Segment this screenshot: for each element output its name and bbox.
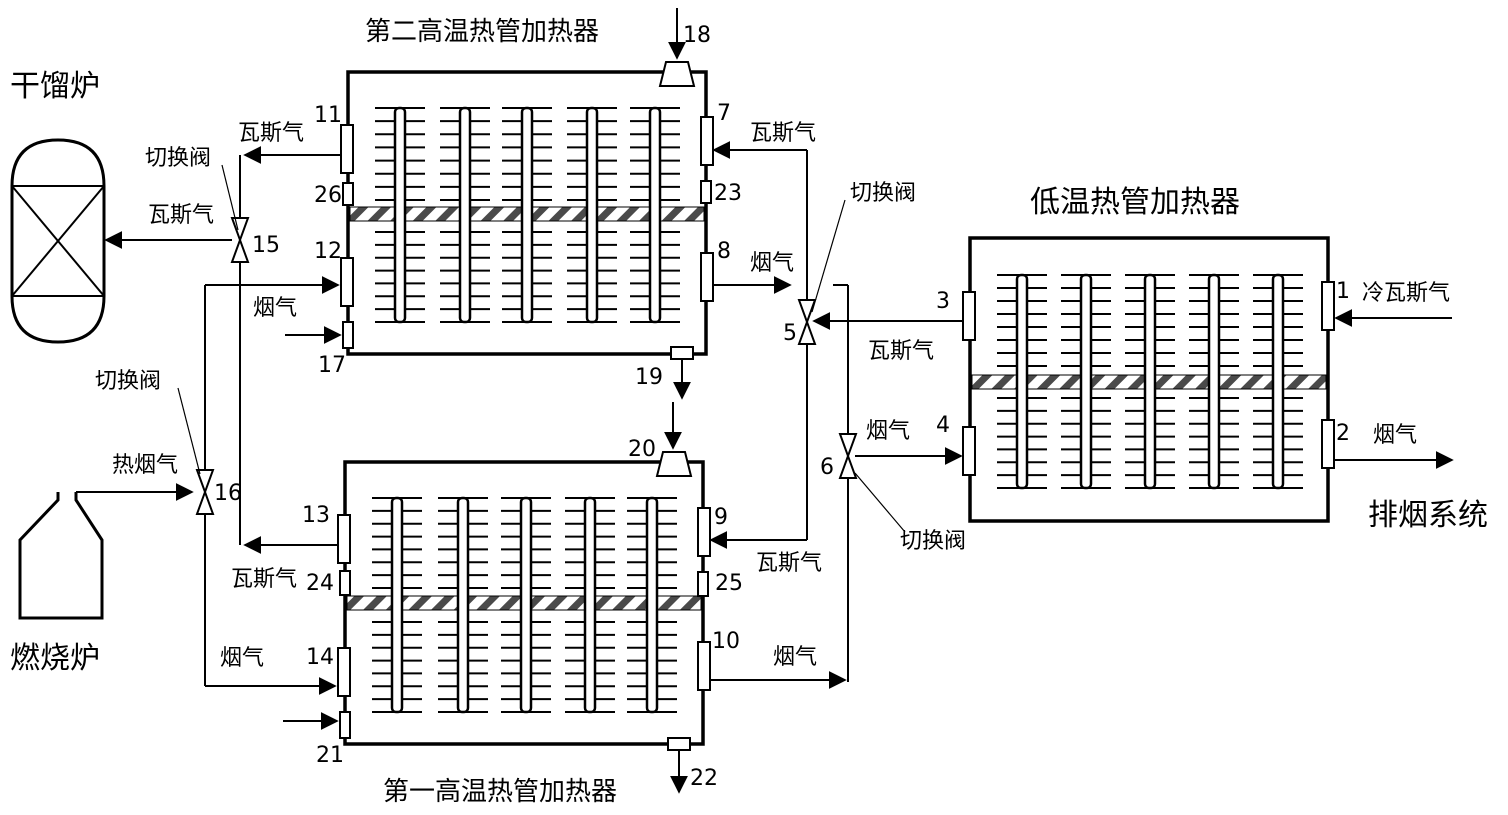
port-24: 24 — [306, 571, 334, 596]
port-23: 23 — [714, 181, 742, 206]
switch-valve-16 — [197, 470, 213, 514]
port-7: 7 — [717, 101, 731, 126]
port-25: 25 — [715, 571, 743, 596]
combustion-furnace — [20, 492, 102, 618]
port-14: 14 — [306, 645, 334, 670]
first-heater-title: 第一高温热管加热器 — [383, 777, 617, 807]
port-22: 22 — [690, 766, 718, 791]
flue-label-2: 烟气 — [1373, 423, 1417, 448]
port-26: 26 — [314, 183, 342, 208]
combustion-furnace-label: 燃烧炉 — [10, 641, 100, 676]
gas-label-7: 瓦斯气 — [750, 121, 816, 146]
valve-label-6: 切换阀 — [900, 529, 966, 554]
low-heater-heat-pipe — [1017, 275, 1027, 488]
port-17: 17 — [318, 353, 346, 378]
gas-label-retort: 瓦斯气 — [148, 203, 214, 228]
first-heater-heat-pipe — [521, 498, 531, 712]
port-18: 18 — [683, 23, 711, 48]
port-1: 1 — [1336, 279, 1350, 304]
second-heater-heat-pipe — [587, 108, 597, 322]
gas-label-3: 瓦斯气 — [868, 339, 934, 364]
port-15: 15 — [252, 233, 280, 258]
switch-valve-15 — [232, 218, 248, 262]
cold-gas-label: 冷瓦斯气 — [1362, 281, 1450, 306]
second-heater-title: 第二高温热管加热器 — [365, 17, 599, 47]
second-heater-heat-pipe — [522, 108, 532, 322]
gas-label-13: 瓦斯气 — [231, 567, 297, 592]
flue-label-12: 烟气 — [253, 296, 297, 321]
port-13: 13 — [302, 503, 330, 528]
second-heater-heat-pipe — [395, 108, 405, 322]
second-heater-heat-pipe — [460, 108, 470, 322]
port-2: 2 — [1336, 421, 1350, 446]
port-3: 3 — [936, 289, 950, 314]
hot-flue-label: 热烟气 — [112, 453, 178, 478]
low-heater-heat-pipe — [1209, 275, 1219, 488]
flue-label-10: 烟气 — [773, 645, 817, 670]
port-11: 11 — [314, 103, 342, 128]
port-6: 6 — [820, 455, 834, 480]
switch-valve-6 — [840, 434, 856, 478]
flue-label-14: 烟气 — [220, 646, 264, 671]
port-20: 20 — [628, 437, 656, 462]
flue-label-8: 烟气 — [750, 251, 794, 276]
low-heater-title: 低温热管加热器 — [1030, 185, 1240, 220]
low-heater-heat-pipe — [1145, 275, 1155, 488]
switch-valve-5 — [799, 300, 815, 344]
port-10: 10 — [712, 629, 740, 654]
flue-label-4: 烟气 — [866, 419, 910, 444]
gas-label-9: 瓦斯气 — [756, 551, 822, 576]
port-9: 9 — [714, 505, 728, 530]
valve-label-16: 切换阀 — [95, 369, 161, 394]
retort-furnace-label: 干馏炉 — [10, 69, 100, 104]
port-12: 12 — [314, 239, 342, 264]
first-heater-heat-pipe — [392, 498, 402, 712]
first-heater-heat-pipe — [585, 498, 595, 712]
port-16: 16 — [214, 481, 242, 506]
port-21: 21 — [316, 743, 344, 768]
first-heater-heat-pipe — [458, 498, 468, 712]
second-heater-heat-pipe — [650, 108, 660, 322]
valve-label-15: 切换阀 — [145, 146, 211, 171]
gas-label-11: 瓦斯气 — [238, 121, 304, 146]
low-heater-heat-pipe — [1081, 275, 1091, 488]
first-heater-heat-pipe — [647, 498, 657, 712]
port-5: 5 — [783, 321, 797, 346]
port-4: 4 — [936, 413, 950, 438]
retort-furnace — [12, 140, 104, 342]
port-19: 19 — [635, 365, 663, 390]
low-heater-heat-pipe — [1273, 275, 1283, 488]
valve-label-5: 切换阀 — [850, 181, 916, 206]
exhaust-system-label: 排烟系统 — [1368, 498, 1488, 533]
port-8: 8 — [717, 239, 731, 264]
